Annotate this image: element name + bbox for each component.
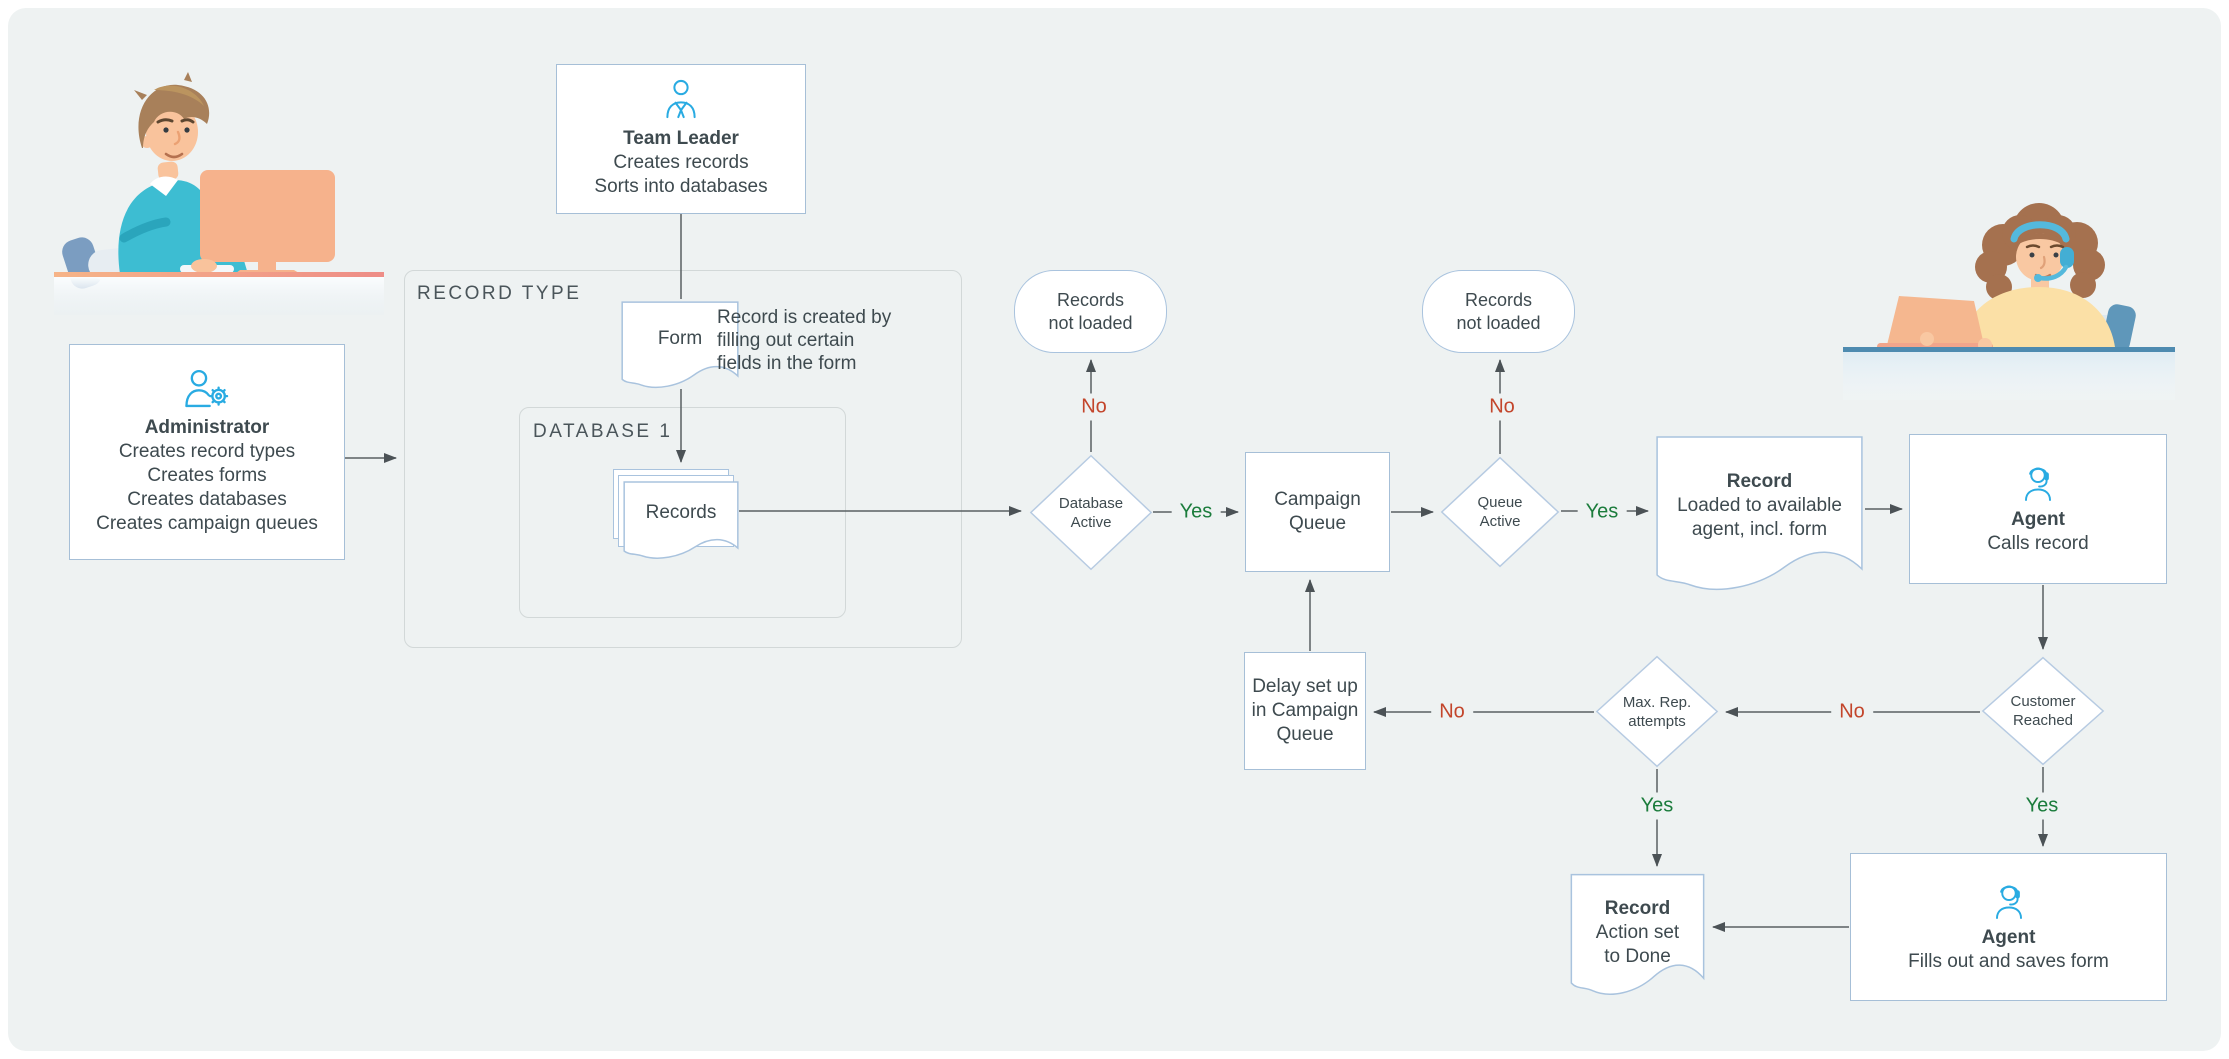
label-yes-database-active: Yes <box>1171 498 1221 526</box>
max-rep-attempts-diamond: Max. Rep. attempts <box>1595 655 1719 768</box>
database-active-line: Database <box>1058 494 1124 512</box>
agent-calls-line: Calls record <box>1987 533 2089 554</box>
administrator-line: Creates databases <box>127 489 287 510</box>
bubble-line: not loaded <box>1048 312 1133 333</box>
administrator-illustration <box>54 72 384 315</box>
bubble-line: not loaded <box>1456 312 1541 333</box>
agent-fills-line: Fills out and saves form <box>1908 951 2109 972</box>
customer-reached-line: Customer <box>2010 693 2076 710</box>
hand <box>191 259 217 273</box>
form-note: Record is created by filling out certain… <box>717 306 927 375</box>
document-shape <box>1570 873 1705 1005</box>
document-shape <box>1655 435 1864 603</box>
agent-person <box>1921 203 2115 353</box>
bubble-line: Records <box>1056 289 1125 310</box>
form-document: Form <box>621 301 739 395</box>
hand <box>1920 332 1934 346</box>
customer-reached-line: Reached <box>2012 712 2074 729</box>
team-leader-line: Creates records <box>613 152 749 173</box>
administrator-line: Creates forms <box>147 465 267 486</box>
label-yes-queue-active: Yes <box>1577 498 1627 526</box>
queue-active-diamond: Queue Active <box>1440 456 1560 568</box>
record-done-document: Record Action set to Done <box>1570 873 1705 1005</box>
database-active-diamond: Database Active <box>1029 454 1153 571</box>
person-gear-icon <box>185 369 229 408</box>
record-done-line: to Done <box>1604 946 1671 967</box>
queue-active-line: Queue <box>1477 494 1523 511</box>
record-type-label: RECORD TYPE <box>417 283 582 304</box>
bubble-line: Records <box>1464 289 1533 310</box>
records-label: Records <box>645 502 717 523</box>
person-tie-icon <box>666 79 696 119</box>
agent-calls-title: Agent <box>2011 509 2065 530</box>
records-not-loaded-bubble-1: Records not loaded <box>1014 270 1167 353</box>
record-done-title: Record <box>1604 898 1671 919</box>
agent-headset-icon <box>2025 467 2051 501</box>
admin-person <box>118 72 248 274</box>
label-yes-customer-reached: Yes <box>2017 792 2067 820</box>
diamond-shape <box>1440 456 1560 568</box>
record-loaded-line: agent, incl. form <box>1691 519 1828 540</box>
desk-top <box>54 272 384 277</box>
database-active-line: Active <box>1070 513 1112 531</box>
administrator-box: Administrator Creates record types Creat… <box>69 344 345 560</box>
delay-box: Delay set up in Campaign Queue <box>1244 652 1366 770</box>
diamond-shape <box>1595 655 1719 768</box>
desk-front <box>1843 352 2175 400</box>
label-yes-max-rep: Yes <box>1632 792 1682 820</box>
label-no-database-active: No <box>1073 393 1115 421</box>
database1-label: DATABASE 1 <box>533 421 673 442</box>
administrator-line: Creates campaign queues <box>96 513 318 534</box>
records-document: Records <box>623 481 739 565</box>
team-leader-line: Sorts into databases <box>594 176 768 197</box>
agent-headset-icon <box>1995 885 2022 919</box>
laptop <box>1877 296 1993 350</box>
document-shape <box>623 481 739 565</box>
form-note-line: fields in the form <box>717 353 857 374</box>
form-note-line: Record is created by <box>717 307 892 328</box>
max-rep-line: attempts <box>1628 712 1686 730</box>
campaign-queue-line: Queue <box>1288 513 1347 534</box>
administrator-title: Administrator <box>144 417 270 438</box>
record-type-container <box>404 270 962 648</box>
max-rep-line: Max. Rep. <box>1622 693 1692 711</box>
campaign-queue-box: Campaign Queue <box>1245 452 1390 572</box>
administrator-line: Creates record types <box>118 441 296 462</box>
campaign-queue-line: Campaign <box>1274 489 1361 510</box>
record-loaded-document: Record Loaded to available agent, incl. … <box>1655 435 1864 603</box>
queue-active-line: Active <box>1479 513 1521 530</box>
delay-line: Queue <box>1276 724 1334 745</box>
diamond-shape <box>1981 656 2105 766</box>
delay-line: in Campaign <box>1251 700 1359 721</box>
monitor <box>200 170 335 276</box>
records-not-loaded-bubble-2: Records not loaded <box>1422 270 1575 353</box>
desk-top <box>1843 347 2175 352</box>
label-no-customer-reached: No <box>1831 698 1873 726</box>
agent-fills-title: Agent <box>1981 927 2036 948</box>
desk-front <box>54 277 384 315</box>
label-no-max-rep: No <box>1431 698 1473 726</box>
record-done-line: Action set <box>1595 922 1680 943</box>
record-loaded-line: Loaded to available <box>1677 495 1842 516</box>
team-leader-title: Team Leader <box>623 128 739 149</box>
database1-container <box>519 407 846 618</box>
diamond-shape <box>1029 454 1153 571</box>
agent-fills-box: Agent Fills out and saves form <box>1850 853 2167 1001</box>
team-leader-box: Team Leader Creates records Sorts into d… <box>556 64 806 214</box>
customer-reached-diamond: Customer Reached <box>1981 656 2105 766</box>
document-shape <box>621 301 739 395</box>
form-note-line: filling out certain <box>717 330 855 351</box>
agent-calls-box: Agent Calls record <box>1909 434 2167 584</box>
record-loaded-title: Record <box>1726 471 1793 492</box>
label-no-queue-active: No <box>1481 393 1523 421</box>
agent-illustration <box>1843 203 2175 400</box>
delay-line: Delay set up <box>1252 676 1358 697</box>
form-label: Form <box>657 328 703 349</box>
